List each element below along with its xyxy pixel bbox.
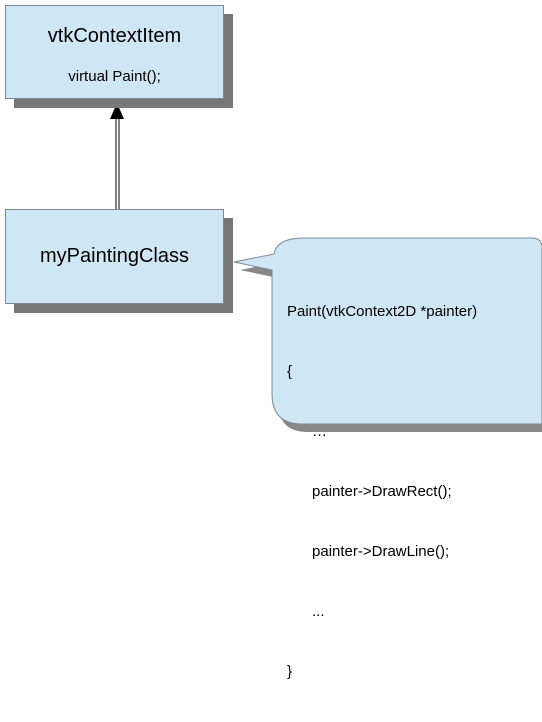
code-line: Paint(vtkContext2D *painter) (287, 303, 478, 320)
code-line: ... (287, 603, 325, 620)
code-line: painter->DrawLine(); (287, 543, 450, 560)
code-line: } (287, 663, 293, 680)
derived-class-name: myPaintingClass (40, 245, 189, 267)
base-class-method: virtual Paint(); (68, 68, 161, 85)
callout-code: Paint(vtkContext2D *painter) { … painter… (287, 262, 477, 722)
inheritance-arrowhead (110, 103, 124, 119)
code-line: { (287, 363, 293, 380)
code-line: … (287, 423, 328, 440)
uml-diagram: vtkContextItem virtual Paint(); myPainti… (5, 5, 542, 680)
derived-class-box: myPaintingClass (5, 209, 224, 304)
base-class-box: vtkContextItem virtual Paint(); (5, 5, 224, 99)
base-class-name: vtkContextItem (47, 25, 182, 47)
code-line: painter->DrawRect(); (287, 483, 452, 500)
